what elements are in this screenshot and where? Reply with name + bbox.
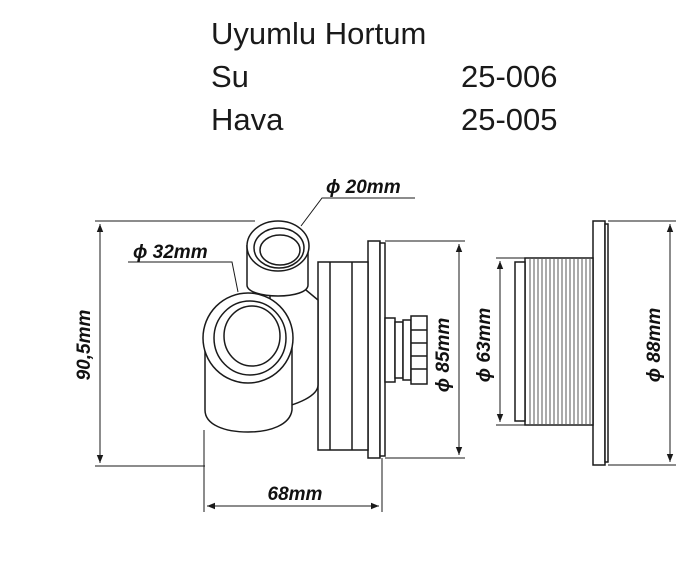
dimension-85 (385, 240, 465, 459)
row-code-hava: 25-005 (461, 101, 558, 137)
row-name-su: Su (211, 58, 249, 94)
label-width: 68mm (268, 484, 323, 505)
row-code-su: 25-006 (461, 58, 558, 94)
pipe-20mm (246, 220, 310, 297)
label-d20: ϕ 20mm (326, 177, 401, 198)
dimension-labels: ϕ 20mm ϕ 32mm 90,5mm 68mm ϕ 85mm ϕ 63mm … (74, 177, 665, 505)
label-d88: ϕ 88mm (644, 308, 665, 383)
label-d63: ϕ 63mm (474, 308, 495, 383)
label-height: 90,5mm (74, 310, 95, 381)
dimension-63 (496, 257, 525, 426)
table-row-hava: Hava 25-005 (211, 98, 591, 141)
dimension-88 (608, 220, 676, 466)
dimension-height (95, 220, 255, 467)
label-d85: ϕ 85mm (433, 318, 454, 393)
thread-lines (529, 258, 591, 425)
label-d32: ϕ 32mm (133, 242, 208, 263)
table-title: Uyumlu Hortum (211, 15, 427, 51)
leader-32mm (128, 261, 239, 293)
leader-20mm (300, 197, 415, 227)
dimension-width (203, 430, 383, 512)
compatible-hose-table: Uyumlu Hortum Su 25-006 Hava 25-005 (211, 12, 591, 141)
table-title-row: Uyumlu Hortum (211, 12, 591, 55)
pipe-32mm (202, 292, 294, 433)
table-row-su: Su 25-006 (211, 55, 591, 98)
row-name-hava: Hava (211, 101, 284, 137)
